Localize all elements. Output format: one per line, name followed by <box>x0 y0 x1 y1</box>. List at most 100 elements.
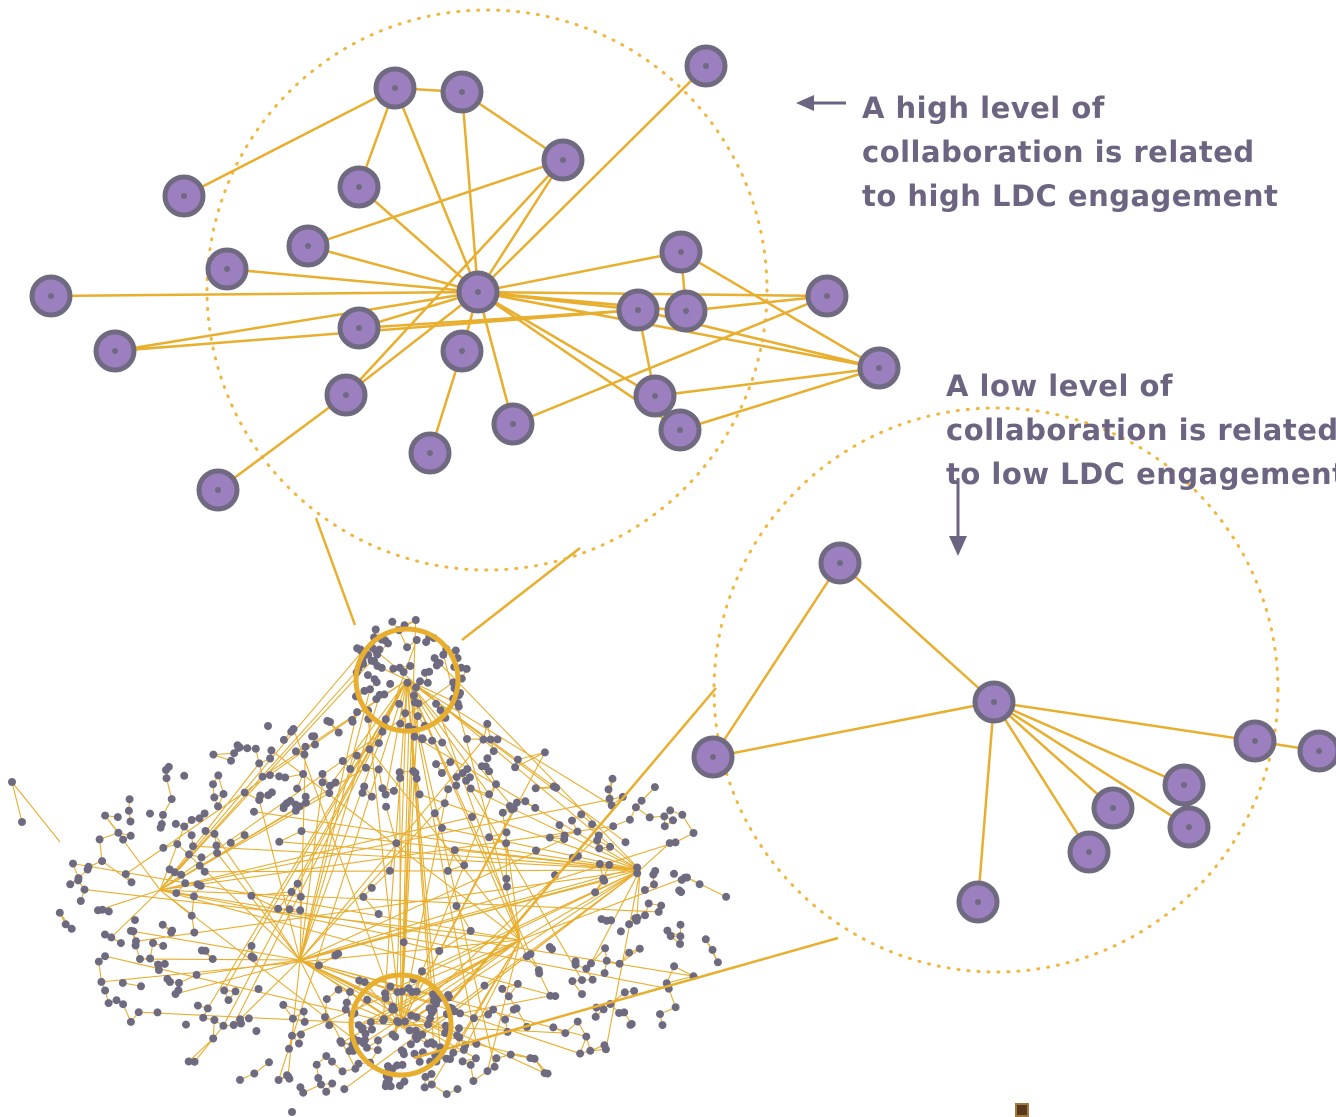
network-edge <box>299 639 418 961</box>
network-node <box>157 820 166 829</box>
network-node <box>331 951 340 960</box>
network-node <box>605 860 614 869</box>
network-node <box>189 892 198 901</box>
cluster-edge <box>345 159 564 396</box>
network-node <box>374 910 383 918</box>
network-node <box>361 763 370 772</box>
network-node <box>568 977 577 986</box>
network-node <box>591 888 600 897</box>
low-collaboration-cluster <box>691 541 1336 924</box>
network-node <box>192 970 201 979</box>
network-node <box>196 881 205 890</box>
network-node <box>279 1000 288 1009</box>
network-node <box>561 1029 570 1038</box>
network-node <box>127 878 136 887</box>
network-node <box>274 904 283 913</box>
network-edge <box>639 842 671 871</box>
network-node <box>252 1027 261 1035</box>
network-node <box>502 882 511 891</box>
network-node <box>126 817 135 826</box>
network-node <box>334 728 343 737</box>
network-node <box>683 873 691 882</box>
network-node <box>365 745 374 754</box>
cluster-edge <box>685 294 828 313</box>
network-node <box>264 791 273 800</box>
network-edge <box>159 796 623 891</box>
network-node <box>606 842 615 851</box>
network-node <box>126 831 135 840</box>
network-node <box>311 740 319 749</box>
network-node <box>501 1015 510 1024</box>
network-node <box>582 964 591 973</box>
person-node <box>541 138 585 182</box>
network-edge <box>299 880 605 961</box>
network-node <box>175 978 183 987</box>
network-node <box>498 808 507 817</box>
network-node <box>200 867 209 876</box>
network-node <box>480 981 489 990</box>
network-node <box>379 1016 388 1025</box>
network-node <box>483 754 492 763</box>
network-node <box>251 744 260 753</box>
network-edge <box>239 959 301 1020</box>
network-node <box>439 650 448 659</box>
cluster-edge <box>476 159 565 293</box>
network-node <box>354 1059 363 1068</box>
network-node <box>18 818 26 826</box>
network-node <box>171 990 180 998</box>
network-node <box>362 1043 371 1052</box>
network-node <box>437 769 446 777</box>
network-node <box>548 945 556 954</box>
person-node <box>1162 763 1206 807</box>
network-edge <box>159 642 389 891</box>
network-edge <box>299 689 371 961</box>
network-node <box>401 1017 409 1026</box>
network-node <box>551 992 560 1001</box>
network-node <box>134 1008 143 1017</box>
cluster-edge <box>992 701 1091 853</box>
network-node <box>352 751 361 760</box>
network-node <box>165 865 174 874</box>
network-node <box>442 1090 451 1099</box>
network-edge <box>299 959 545 1074</box>
network-node <box>418 734 427 743</box>
network-node <box>633 863 642 872</box>
person-node <box>659 230 703 274</box>
zoom-connectors <box>314 517 839 1060</box>
network-edge <box>371 870 391 889</box>
network-edge <box>299 841 676 961</box>
network-node <box>604 785 613 794</box>
network-node <box>359 892 368 901</box>
network-edge <box>299 866 638 961</box>
network-node <box>340 1085 349 1094</box>
person-node <box>1067 830 1111 874</box>
network-node <box>210 793 219 802</box>
network-node <box>651 867 660 875</box>
network-edge <box>84 889 521 941</box>
network-node <box>98 857 107 866</box>
network-node <box>615 959 624 968</box>
network-node <box>534 966 543 975</box>
cluster-edge <box>993 700 1185 787</box>
network-node <box>258 772 267 781</box>
network-node <box>314 1074 323 1082</box>
network-node <box>275 837 284 846</box>
network-edge <box>110 889 161 938</box>
network-edge <box>470 787 641 871</box>
network-node <box>318 770 327 778</box>
annotation-low-collaboration: A low level of collaboration is related … <box>946 364 1336 496</box>
network-node <box>274 1076 283 1084</box>
annotation-low-line-1: A low level of <box>946 369 1174 403</box>
cluster-edge <box>476 291 515 425</box>
cluster-edge <box>679 366 880 432</box>
network-node <box>280 802 288 811</box>
network-node <box>190 928 199 937</box>
network-edge <box>290 679 408 893</box>
network-node <box>446 758 455 767</box>
network-edge <box>159 816 473 891</box>
network-node <box>468 813 476 821</box>
network-node <box>625 815 634 824</box>
network-node <box>666 932 675 940</box>
network-node <box>713 958 722 967</box>
